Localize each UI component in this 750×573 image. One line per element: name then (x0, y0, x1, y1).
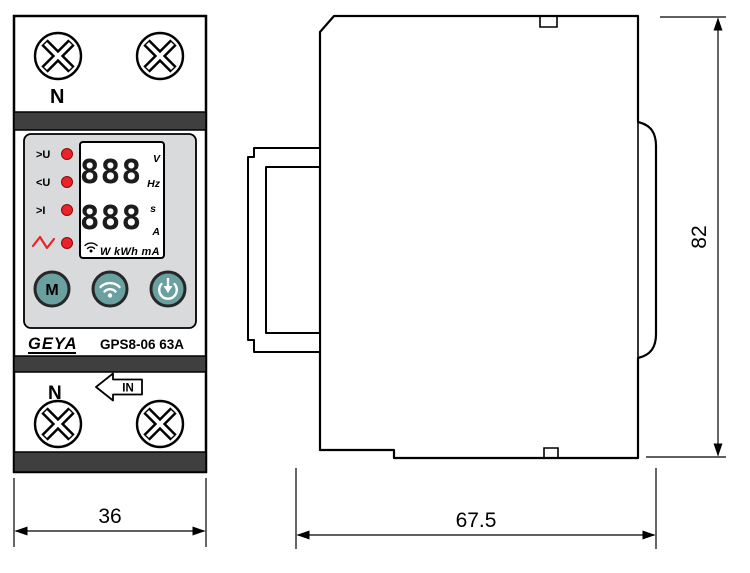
lcd-unit-seconds: s (150, 203, 156, 215)
separator-band-bottom (13, 451, 207, 473)
power-arrow-icon (158, 278, 178, 300)
lcd-bottom-units: W kWh mA (100, 246, 160, 258)
side-body-outline (318, 14, 658, 460)
lcd-screen (79, 141, 165, 259)
indicator-label-over-current: >I (36, 205, 45, 217)
din-rail-clip (247, 147, 321, 353)
under-voltage-led (61, 176, 73, 188)
front-view: N >U <U >I 888 888 V Hz s A W kWh mA M (12, 14, 208, 474)
screw-bottom-left (33, 399, 83, 449)
input-label: IN (122, 383, 134, 395)
lcd-unit-hertz: Hz (147, 178, 161, 190)
set-button[interactable] (149, 270, 187, 308)
top-notch (539, 16, 558, 28)
mode-button-label: M (45, 282, 58, 299)
dimension-annotations: 36 67.5 82 (13, 16, 726, 549)
wifi-icon (99, 281, 121, 298)
bottom-terminal-label: N (48, 383, 62, 404)
width-dimension: 36 (13, 478, 207, 547)
screw-top-left (33, 31, 83, 81)
lcd-wifi-icon (84, 242, 98, 253)
over-current-led (61, 204, 73, 216)
lcd-unit-volts: V (153, 153, 161, 165)
height-value: 82 (688, 225, 711, 248)
model-label: GPS8-06 63A (100, 337, 184, 352)
input-arrow-icon (95, 372, 143, 402)
over-voltage-led (61, 148, 73, 160)
height-dimension: 82 (646, 16, 726, 458)
width-value: 36 (98, 505, 121, 528)
wifi-button[interactable] (91, 270, 129, 308)
separator-band-top (13, 111, 207, 131)
mode-button[interactable]: M (33, 270, 71, 308)
indicator-label-under-voltage: <U (36, 177, 50, 189)
surge-led (61, 237, 73, 249)
screw-bottom-right (135, 399, 185, 449)
separator-band-middle (13, 355, 207, 373)
screw-top-right (135, 31, 185, 81)
bottom-notch (543, 447, 559, 458)
depth-value: 67.5 (456, 509, 497, 532)
indicator-label-over-voltage: >U (36, 149, 50, 161)
lcd-row2: 888 (80, 198, 143, 237)
lcd-row1: 888 (80, 152, 143, 191)
surge-indicator-icon (31, 235, 56, 250)
lcd-unit-amps: A (151, 226, 160, 238)
side-view (247, 14, 658, 460)
depth-dimension: 67.5 (295, 468, 657, 549)
top-terminal-label: N (50, 86, 64, 108)
brand-logo: GEYA (28, 335, 78, 353)
